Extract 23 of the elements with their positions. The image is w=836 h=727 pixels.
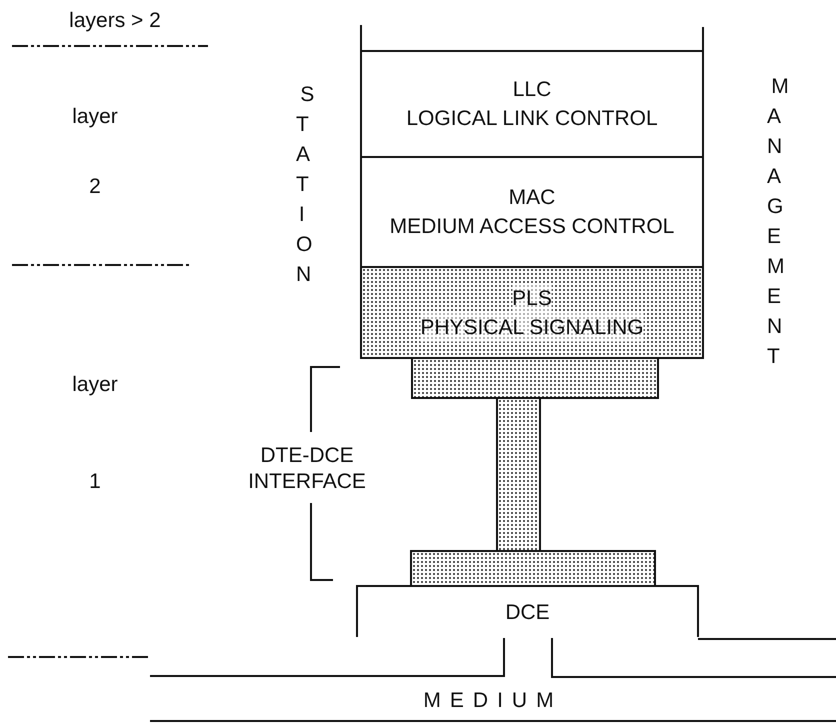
layer-label: layer [71,104,119,130]
dce-box [356,585,699,639]
layer-number: 2 [88,174,102,200]
vertical-label: STATION [296,82,317,288]
vertical-label: MANAGEMENT [767,74,788,370]
layer-title: PHYSICAL SIGNALING [420,312,644,342]
layer-abbreviation: MAC [508,185,556,211]
connector-block [411,357,659,399]
layer-number: 1 [88,469,102,495]
cable-bar [496,397,541,552]
protocol-layer-box [360,266,704,359]
interface-label: DTE-DCE INTERFACE [247,443,367,495]
layer-title: MEDIUM ACCESS CONTROL [390,214,674,240]
layer-abbreviation: LLC [512,77,552,103]
layer-title: DCE [505,600,550,626]
layer-abbreviation: PLS [512,284,552,312]
medium-label: MEDIUM [423,688,563,714]
protocol-layer-box [360,156,704,268]
connector-block [410,550,656,587]
layer-title: LOGICAL LINK CONTROL [406,106,658,132]
protocol-layer-box [360,50,704,158]
layer-label: layer [71,372,119,398]
layer-label: layers > 2 [68,8,162,34]
